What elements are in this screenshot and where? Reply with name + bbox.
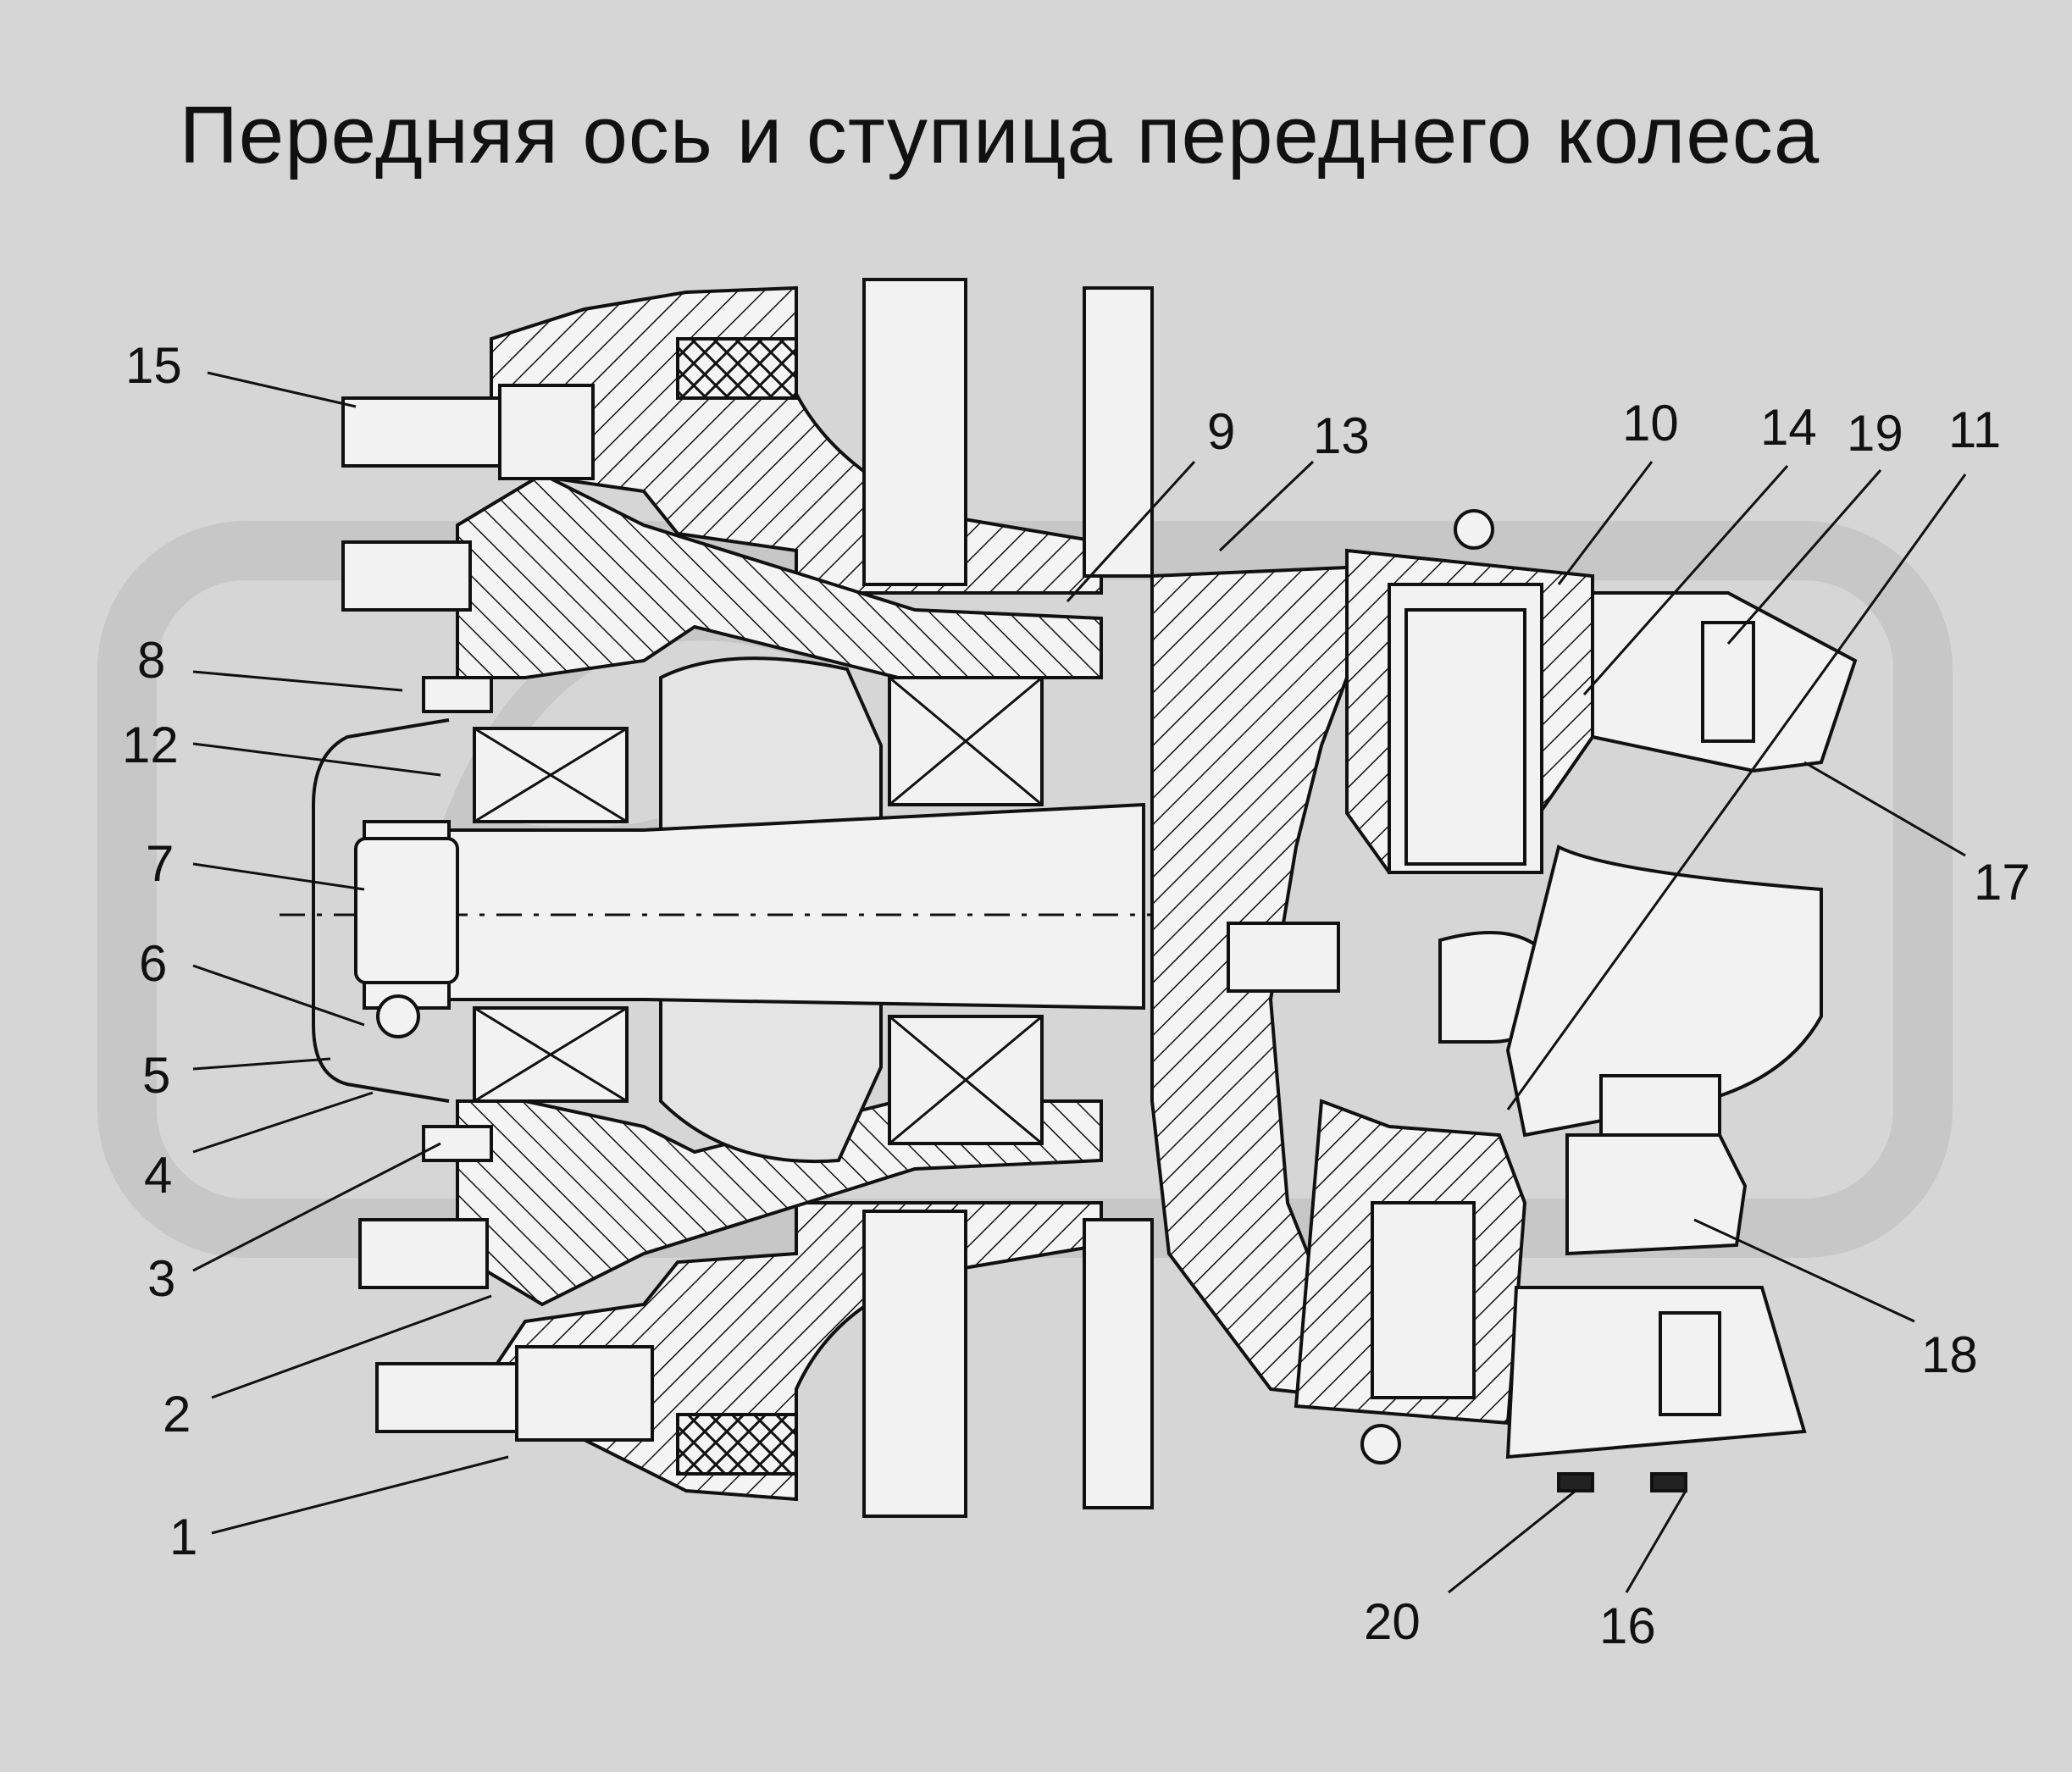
wheel-studs	[341, 384, 654, 1442]
callout-labels: 15 8 12 7 6 5 4 3 2 1 9 13 10 14 19 11 1…	[122, 337, 2030, 1654]
callout-2: 2	[163, 1386, 191, 1443]
hub-cap	[312, 718, 459, 1103]
axle-beam	[1505, 591, 1858, 1138]
callout-4: 4	[144, 1147, 172, 1204]
knuckle-flange	[1150, 565, 1349, 1400]
callout-16: 16	[1599, 1598, 1656, 1654]
bearings	[473, 676, 1044, 1145]
steering-lever	[1505, 1074, 1807, 1492]
leader-lines	[192, 371, 1967, 1594]
callout-1: 1	[169, 1509, 197, 1565]
callout-20: 20	[1364, 1593, 1421, 1650]
callout-6: 6	[139, 935, 167, 992]
kingpin-assembly	[1294, 509, 1594, 1465]
brake-drum-upper	[490, 278, 1154, 595]
callout-3: 3	[147, 1250, 175, 1307]
callout-19: 19	[1847, 405, 1903, 462]
diagram-title: Передняя ось и ступица переднего колеса	[179, 90, 1820, 180]
callout-5: 5	[142, 1047, 170, 1104]
callout-11: 11	[1948, 401, 2001, 458]
callout-14: 14	[1760, 399, 1817, 456]
callout-15: 15	[125, 337, 182, 394]
callout-10: 10	[1622, 395, 1679, 451]
callout-12: 12	[122, 717, 179, 773]
callout-9: 9	[1207, 403, 1235, 460]
callout-17: 17	[1974, 854, 2030, 911]
callout-8: 8	[137, 632, 165, 689]
callout-7: 7	[146, 835, 174, 892]
callout-18: 18	[1921, 1326, 1978, 1383]
callout-13: 13	[1313, 407, 1370, 464]
